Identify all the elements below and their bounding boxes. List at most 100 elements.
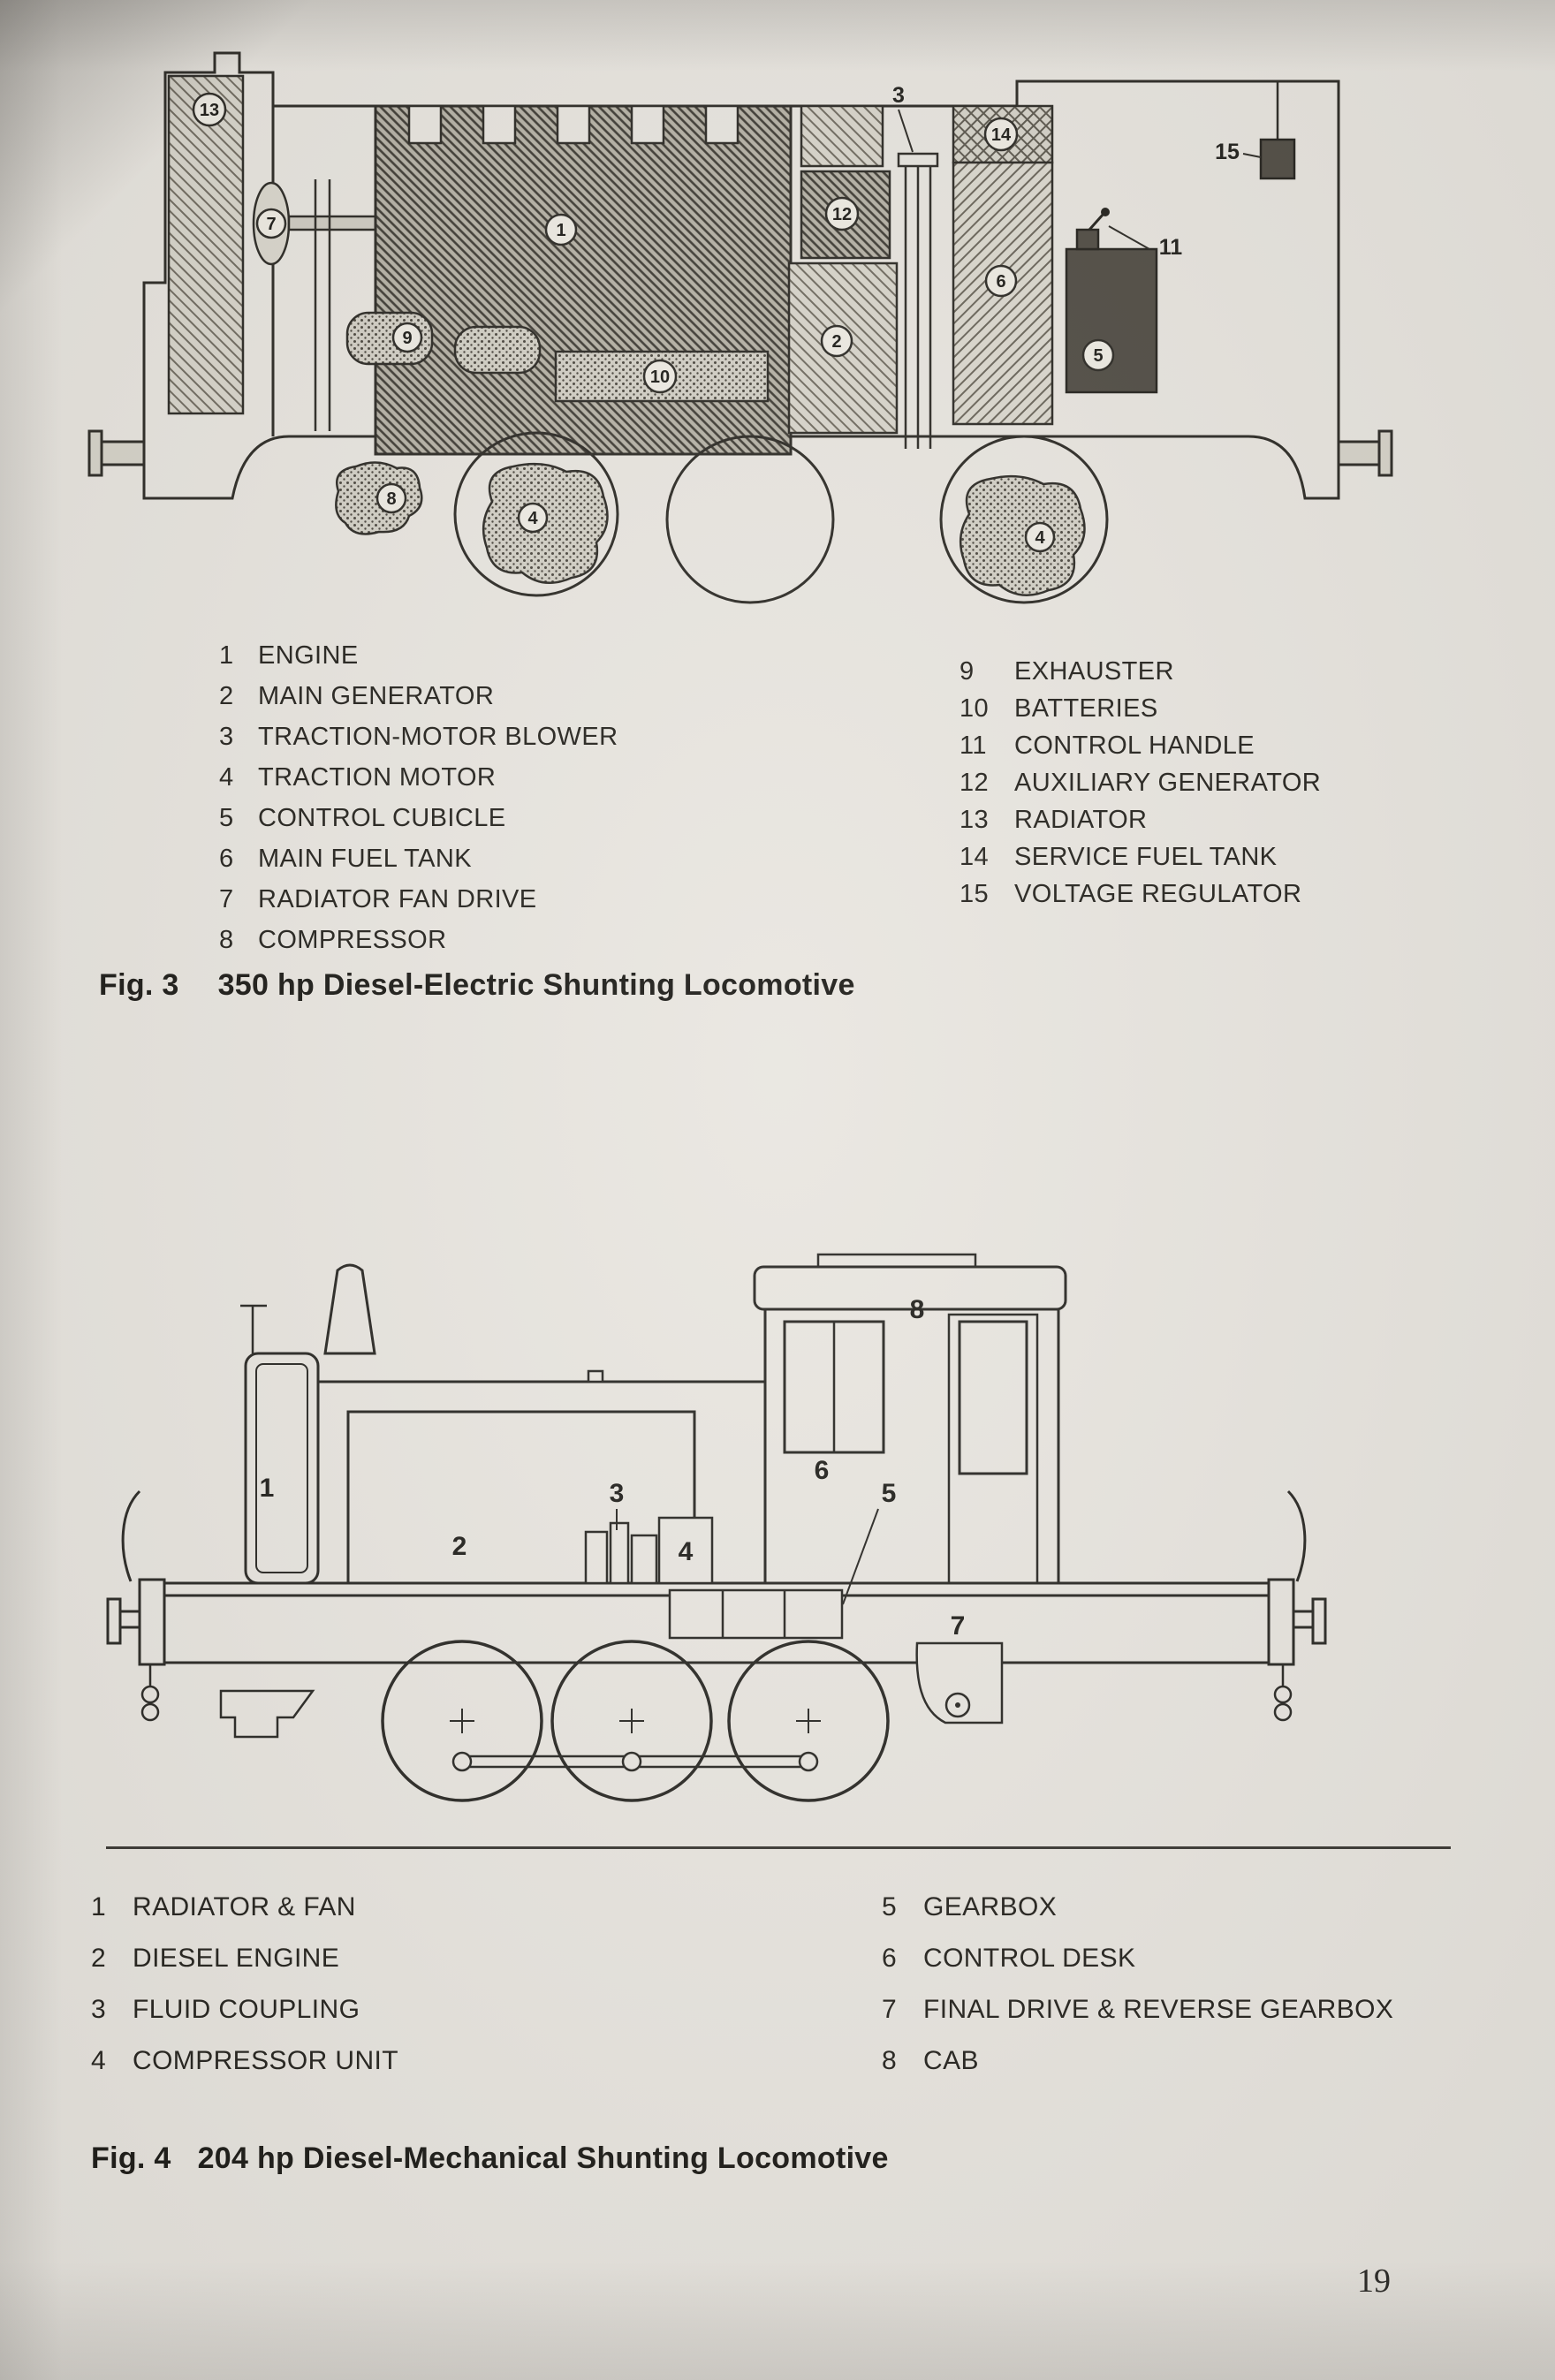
- part-item: 9 EXHAUSTER: [960, 657, 1321, 694]
- figure-4-baseline-rule: [106, 1846, 1451, 1849]
- part-number: 9: [960, 657, 975, 686]
- figure-4-caption-label: Fig. 4: [91, 2141, 171, 2175]
- label-1-text: 1: [556, 221, 565, 240]
- part-number: 8: [219, 926, 234, 954]
- part-item: 8 CAB: [882, 2046, 1393, 2097]
- radiator-and-fan-1: [240, 1304, 320, 1585]
- traction-motor-4-rear: [959, 474, 1086, 596]
- part-name: GEARBOX: [923, 1892, 1058, 1921]
- part-number: 1: [91, 1892, 107, 1921]
- figure-4-diagram: 1 2 3 4 5 6 7 8: [106, 1253, 1327, 1802]
- label-9: 9: [391, 322, 423, 353]
- coupling-chains: [140, 1664, 1293, 1722]
- label-2-text: 2: [831, 332, 841, 352]
- label-11-text: 11: [1159, 235, 1183, 260]
- part-number: 10: [960, 694, 990, 723]
- label-5-text: 5: [882, 1479, 897, 1508]
- part-number: 14: [960, 843, 990, 871]
- part-name: EXHAUSTER: [1014, 657, 1174, 686]
- control-cubicle-5: [1065, 247, 1158, 394]
- page-number: 19: [1357, 2263, 1391, 2300]
- label-5-text: 5: [1093, 346, 1103, 366]
- part-name: CAB: [923, 2046, 979, 2075]
- label-1: 1: [544, 213, 578, 246]
- loco-body-outline: [142, 51, 1340, 500]
- part-item: 14 SERVICE FUEL TANK: [960, 843, 1321, 880]
- label-5: 5: [1081, 338, 1115, 372]
- part-name: RADIATOR: [1014, 806, 1148, 834]
- part-number: 8: [882, 2046, 898, 2075]
- label-4-text: 4: [679, 1537, 694, 1566]
- label-13-text: 13: [200, 101, 219, 120]
- part-name: SERVICE FUEL TANK: [1014, 843, 1278, 871]
- part-name: FLUID COUPLING: [133, 1995, 360, 2024]
- buffers: [87, 429, 1393, 477]
- label-2: 2: [820, 324, 853, 358]
- figure-3-diagram: 13 7 1 9 10 2 12 14 6 5 8 4 4 3 11 15: [87, 51, 1393, 604]
- part-number: 3: [91, 1995, 107, 2024]
- part-name: RADIATOR FAN DRIVE: [258, 885, 537, 913]
- label-6-text: 6: [815, 1456, 830, 1485]
- part-number: 4: [219, 763, 234, 792]
- part-name: BATTERIES: [1014, 694, 1158, 723]
- label-7-text: 7: [266, 215, 276, 234]
- part-item: 6 CONTROL DESK: [882, 1944, 1393, 1995]
- diagram-labels-circled: 13 7 1 9 10 2 12 14 6 5 8 4 4: [192, 92, 1115, 553]
- figure-3-caption-label: Fig. 3: [99, 968, 179, 1002]
- fluid-coupling-3: [584, 1521, 658, 1585]
- figure-4-labels: 1 2 3 4 5 6 7 8: [260, 1295, 966, 1641]
- part-name: COMPRESSOR UNIT: [133, 2046, 399, 2075]
- cab-8: [753, 1253, 1067, 1585]
- label-14: 14: [983, 117, 1019, 152]
- wheels-and-rods: [381, 1640, 890, 1802]
- label-1-text: 1: [260, 1474, 275, 1503]
- label-3-text: 3: [892, 83, 905, 108]
- handrails: [121, 1489, 1307, 1582]
- compressor-unit-4: [657, 1516, 714, 1585]
- part-name: RADIATOR & FAN: [133, 1892, 356, 1921]
- figure-4-caption-title: 204 hp Diesel-Mechanical Shunting Locomo…: [197, 2141, 889, 2175]
- diesel-engine-2: [346, 1410, 696, 1585]
- label-15-text: 15: [1215, 140, 1240, 164]
- part-number: 7: [882, 1995, 898, 2024]
- part-name: CONTROL DESK: [923, 1944, 1136, 1973]
- auxiliary-generator-12: [800, 104, 891, 260]
- label-6: 6: [984, 264, 1018, 298]
- label-13: 13: [192, 92, 227, 127]
- wheels: [453, 431, 1109, 604]
- part-number: 3: [219, 723, 234, 751]
- radiator-13: [167, 74, 245, 415]
- part-item: 1 RADIATOR & FAN: [91, 1892, 398, 1944]
- label-4-rear: 4: [1024, 521, 1056, 553]
- label-3-text: 3: [610, 1479, 625, 1508]
- label-14-text: 14: [991, 125, 1012, 145]
- part-number: 13: [960, 806, 990, 834]
- part-number: 6: [219, 845, 234, 873]
- label-4-rear-text: 4: [1035, 528, 1045, 548]
- part-name: ENGINE: [258, 641, 359, 670]
- label-7: 7: [255, 208, 287, 239]
- part-name: TRACTION-MOTOR BLOWER: [258, 723, 618, 751]
- label-10: 10: [642, 359, 678, 394]
- part-item: 10 BATTERIES: [960, 694, 1321, 731]
- label-12-text: 12: [832, 205, 852, 224]
- diagram-labels-plain: 3 11 15: [892, 83, 1262, 260]
- vacuum-pump: [453, 325, 542, 375]
- part-number: 11: [960, 731, 987, 760]
- voltage-regulator-15: [1259, 81, 1296, 180]
- part-number: 6: [882, 1944, 898, 1973]
- control-handle-11: [1075, 208, 1110, 251]
